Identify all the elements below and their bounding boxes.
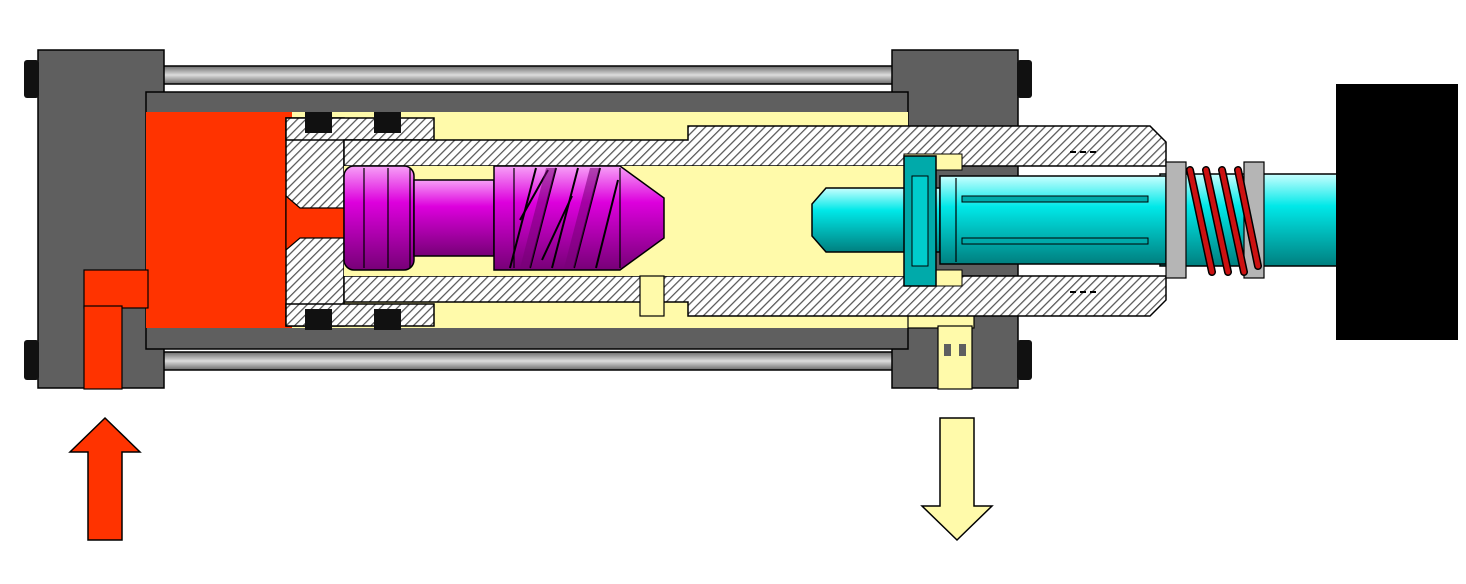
spline-groove: [961, 237, 1149, 245]
bolt-head: [1017, 340, 1032, 380]
washer: [1165, 161, 1187, 279]
piston-seal: [305, 112, 332, 133]
bearing-ring: [903, 155, 937, 287]
worm-screw: [343, 165, 665, 271]
piston-seal: [374, 112, 401, 133]
bolt-head: [1017, 60, 1032, 98]
bolt-head: [24, 340, 39, 380]
bolt-head: [24, 60, 39, 98]
return-spring: [1186, 166, 1262, 276]
pressure-chamber: [146, 112, 292, 328]
upper-tie-rod: [159, 65, 897, 85]
piston: [285, 112, 435, 330]
inlet-port: [83, 269, 149, 390]
worm-thread-shade: [520, 168, 600, 268]
load-block: [1336, 84, 1458, 340]
inlet-arrow: [68, 416, 142, 541]
rod-vent-slot: [639, 275, 665, 317]
piston-seal: [305, 309, 332, 330]
piston-seal: [374, 309, 401, 330]
lower-tie-rod: [159, 351, 897, 371]
washer: [1243, 161, 1265, 279]
spline-groove: [961, 195, 1149, 203]
outlet-arrow: [920, 417, 994, 542]
